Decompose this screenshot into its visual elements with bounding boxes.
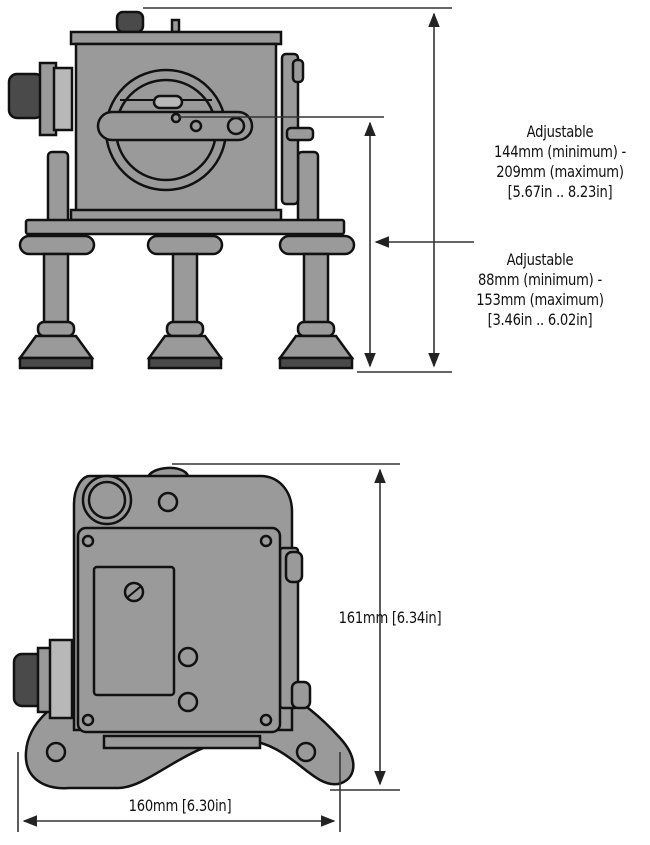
- right-latch: [291, 58, 305, 84]
- top-view-dimensions: [17, 463, 400, 832]
- top-view-drawing: [12, 466, 355, 790]
- dim-width-text: 160mm [6.30in]: [128, 796, 232, 815]
- dim-inner-line1: Adjustable: [506, 250, 574, 269]
- dim-inner-line2: 88mm (minimum) -: [478, 270, 602, 289]
- side-collar-left-2: [52, 66, 74, 132]
- dim-inner-line3: 153mm (maximum): [476, 290, 604, 309]
- lever-end-hole: [226, 116, 246, 136]
- body-top-rim: [69, 30, 283, 46]
- rear-leg-left: [46, 150, 70, 226]
- side-view-drawing: [7, 10, 356, 370]
- body-bottom-rim: [69, 208, 283, 222]
- dim-label-height: 161mm [6.34in]: [320, 608, 459, 628]
- leg-right: [277, 234, 356, 370]
- foot-hole-right: [295, 741, 317, 763]
- dim-label-width: 160mm [6.30in]: [114, 796, 245, 816]
- leg-center: [146, 234, 224, 370]
- dim-height-text: 161mm [6.34in]: [338, 608, 442, 627]
- cover-screw-tr: [259, 534, 273, 548]
- lever-mid-hole: [189, 119, 203, 133]
- rear-leg-right: [296, 150, 320, 226]
- dial-slot: [152, 94, 184, 110]
- side-view-dimensions: [143, 7, 474, 373]
- cover-screw-br: [259, 713, 273, 727]
- cover-screw-tl: [81, 534, 95, 548]
- top-left-collar-2: [48, 638, 74, 720]
- dim-inner-line4: [3.46in .. 6.02in]: [487, 310, 593, 329]
- port-hole-2: [177, 691, 199, 713]
- top-side-button: [290, 680, 312, 710]
- lever-pivot: [170, 112, 182, 124]
- foot-hole-left: [45, 741, 67, 763]
- leg-left: [17, 234, 96, 370]
- label-screw-slot: [127, 586, 141, 598]
- base-bar: [102, 734, 262, 750]
- top-pin: [170, 18, 181, 34]
- dim-outer-line1: Adjustable: [526, 122, 594, 141]
- top-knob: [115, 10, 145, 34]
- dim-outer-line2: 144mm (minimum) -: [493, 142, 626, 161]
- dim-label-inner: Adjustable 88mm (minimum) - 153mm (maxim…: [466, 250, 614, 330]
- top-hole: [157, 491, 179, 513]
- top-knob-inner: [87, 480, 127, 520]
- dim-label-outer: Adjustable 144mm (minimum) - 209mm (maxi…: [486, 122, 634, 202]
- port-hole-1: [177, 646, 199, 668]
- base-plate: [24, 218, 346, 236]
- dim-outer-line3: 209mm (maximum): [496, 162, 624, 181]
- cover-screw-bl: [81, 713, 95, 727]
- dim-outer-line4: [5.67in .. 8.23in]: [507, 182, 613, 201]
- label-plate: [92, 565, 176, 697]
- top-side-latch: [284, 550, 304, 584]
- right-screw: [285, 126, 315, 142]
- side-knob-left: [7, 72, 45, 120]
